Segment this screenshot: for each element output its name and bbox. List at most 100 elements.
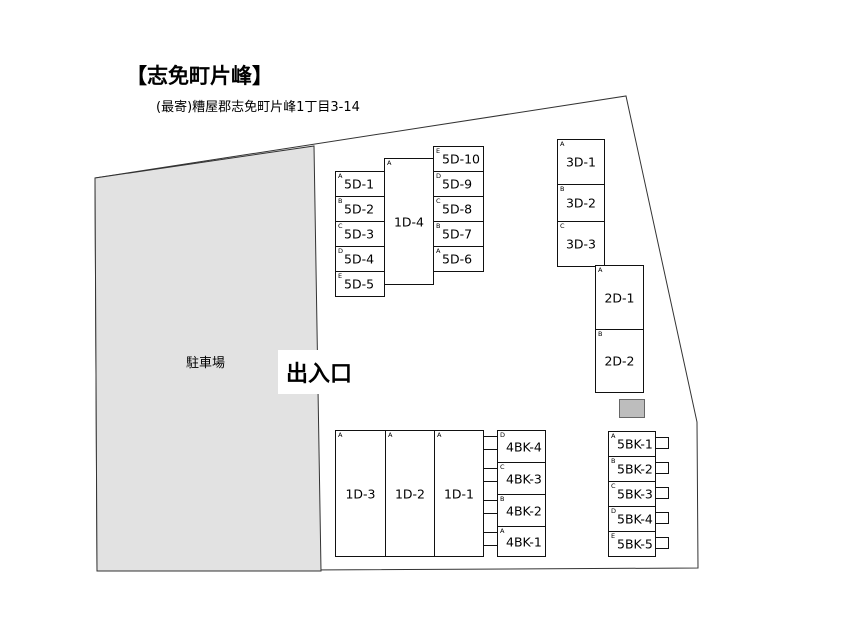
unit-label: 4BK-2: [506, 503, 542, 518]
unit-label: 4BK-3: [506, 471, 542, 486]
unit-sub-label: A: [560, 140, 565, 148]
unit-sub-label: E: [436, 147, 441, 155]
unit-label: 3D-2: [565, 195, 597, 211]
unit-label: 5D-5: [344, 276, 375, 292]
unit-tab: [483, 532, 498, 546]
unit-sub-label: D: [338, 247, 344, 255]
unit-tab: [655, 537, 669, 549]
unit-tab: [483, 500, 498, 514]
unit-sub-label: A: [338, 172, 343, 180]
unit-label: 3D-1: [565, 154, 597, 170]
unit-label: 1D-2: [394, 486, 426, 501]
unit-label: 2D-1: [604, 290, 635, 305]
unit-sub-label: A: [436, 247, 441, 255]
unit-sub-label: C: [436, 197, 441, 205]
unit-sub-label: D: [500, 431, 506, 439]
unit-tab: [655, 462, 669, 474]
unit-sub-label: C: [560, 222, 565, 230]
address-text: (最寄)糟屋郡志免町片峰1丁目3-14: [156, 100, 360, 115]
utility-box: [619, 399, 645, 418]
unit-label: 1D-1: [443, 486, 475, 501]
unit-sub-label: A: [387, 159, 392, 167]
unit-1D-2[interactable]: A 1D-2: [385, 430, 435, 557]
unit-label: 5BK-3: [617, 486, 653, 502]
unit-sub-label: C: [611, 482, 616, 490]
unit-tab: [483, 436, 498, 450]
unit-label: 5D-9: [442, 176, 473, 192]
unit-sub-label: C: [338, 222, 343, 230]
unit-2D-2[interactable]: B 2D-2: [595, 329, 644, 393]
unit-sub-label: B: [338, 197, 343, 205]
unit-label: 1D-3: [345, 486, 376, 501]
unit-1D-1[interactable]: A 1D-1: [434, 430, 484, 557]
unit-sub-label: E: [611, 532, 616, 540]
unit-label: 3D-3: [565, 236, 597, 252]
unit-sub-label: B: [598, 330, 603, 338]
unit-label: 5D-2: [344, 201, 375, 217]
unit-sub-label: A: [598, 266, 603, 274]
unit-label: 1D-4: [393, 214, 425, 229]
unit-2D-1[interactable]: A 2D-1: [595, 265, 644, 330]
unit-label: 5D-6: [442, 251, 473, 267]
unit-sub-label: B: [611, 457, 616, 465]
unit-sub-label: A: [611, 432, 616, 440]
unit-sub-label: D: [436, 172, 442, 180]
unit-label: 4BK-4: [506, 439, 542, 454]
parking-label: 駐車場: [186, 356, 226, 371]
entrance-label: 出入口: [278, 350, 360, 394]
unit-tab: [655, 512, 669, 524]
unit-label: 5D-10: [442, 151, 480, 167]
unit-label: 4BK-1: [506, 534, 542, 549]
unit-label: 5D-4: [344, 251, 375, 267]
unit-label: 5BK-5: [617, 536, 653, 552]
unit-sub-label: B: [436, 222, 441, 230]
unit-1D-3[interactable]: A 1D-3: [335, 430, 386, 557]
unit-tab: [655, 437, 669, 449]
unit-label: 5BK-2: [617, 461, 653, 477]
unit-sub-label: E: [338, 272, 343, 280]
unit-label: 5BK-4: [617, 511, 653, 527]
parking-area: [94, 145, 322, 572]
unit-sub-label: A: [338, 431, 343, 439]
unit-sub-label: D: [611, 507, 617, 515]
unit-label: 5BK-1: [617, 436, 653, 452]
page-title: 【志免町片峰】: [126, 64, 273, 88]
unit-label: 5D-1: [344, 176, 375, 192]
unit-sub-label: A: [437, 431, 442, 439]
unit-sub-label: A: [500, 527, 505, 535]
unit-sub-label: B: [500, 495, 505, 503]
unit-sub-label: C: [500, 463, 505, 471]
unit-tab: [655, 487, 669, 499]
unit-sub-label: B: [560, 185, 565, 193]
unit-label: 5D-8: [442, 201, 473, 217]
unit-tab: [483, 468, 498, 482]
unit-label: 2D-2: [604, 353, 635, 369]
unit-1D-4[interactable]: A 1D-4: [384, 158, 434, 285]
unit-label: 5D-7: [442, 226, 473, 242]
unit-sub-label: A: [388, 431, 393, 439]
unit-label: 5D-3: [344, 226, 375, 242]
